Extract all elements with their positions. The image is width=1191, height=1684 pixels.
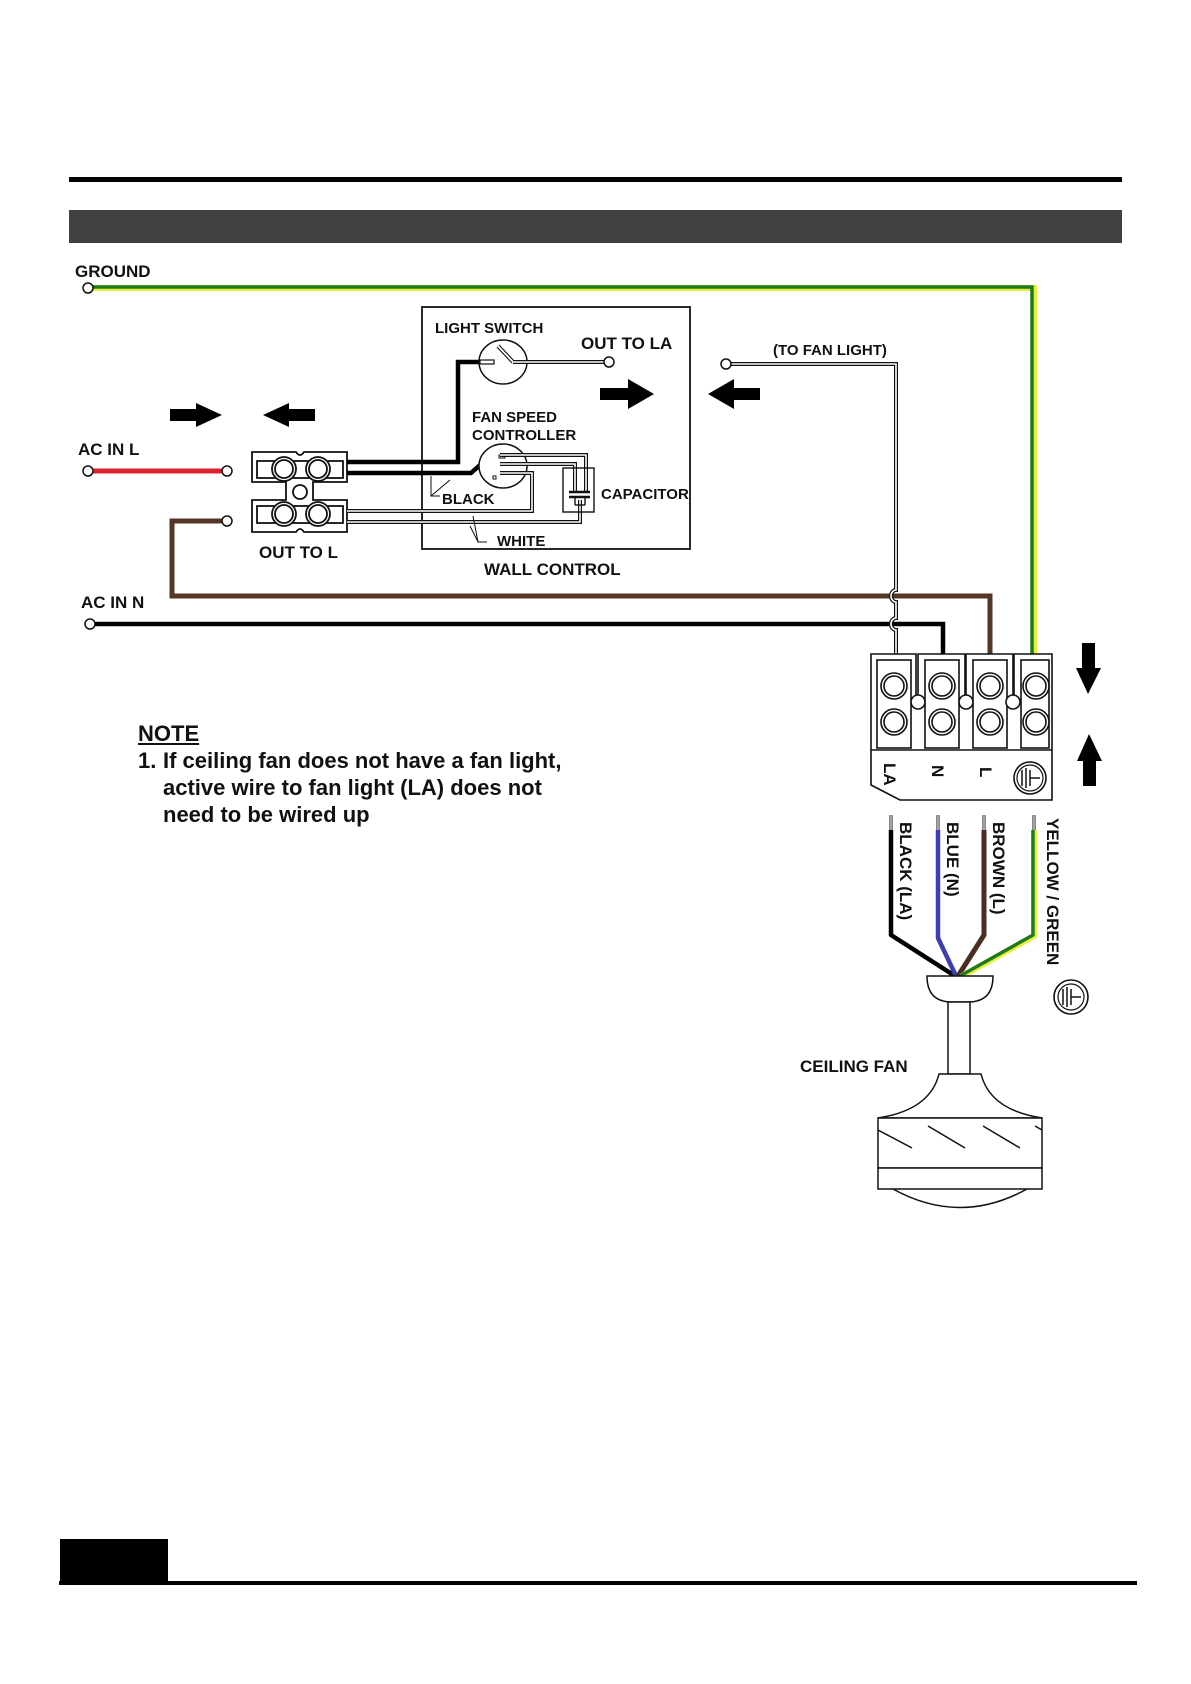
terminal-label-l: L xyxy=(976,767,995,777)
label-ac-in-n: AC IN N xyxy=(81,593,144,612)
ceiling-fan xyxy=(878,976,1042,1208)
fan-wire-label-blue: BLUE (N) xyxy=(943,822,962,897)
fan-wire-label-black: BLACK (LA) xyxy=(896,822,915,920)
terminal-label-la: LA xyxy=(880,763,899,786)
note-section: NOTE 1. If ceiling fan does not have a f… xyxy=(138,720,593,828)
arrow-left-icon xyxy=(708,379,760,409)
arrow-right-icon xyxy=(170,403,222,427)
arrow-up-icon xyxy=(1077,734,1102,786)
label-light-switch: LIGHT SWITCH xyxy=(435,320,543,337)
arrow-right-icon xyxy=(600,379,654,409)
footer-rule xyxy=(59,1581,1137,1585)
label-fan-speed-2: CONTROLLER xyxy=(472,427,576,444)
note-title: NOTE xyxy=(138,720,593,747)
label-to-fan-light: (TO FAN LIGHT) xyxy=(773,342,887,359)
arrow-left-icon xyxy=(263,403,315,427)
label-out-to-l: OUT TO L xyxy=(259,543,338,562)
label-ground: GROUND xyxy=(75,262,151,281)
capacitor xyxy=(563,468,594,512)
fan-light-wire xyxy=(721,359,896,654)
note-item-number: 1. xyxy=(138,747,163,828)
footer-page-block xyxy=(60,1539,168,1583)
wire-connector xyxy=(252,452,347,532)
label-ac-in-l: AC IN L xyxy=(78,440,139,459)
fan-wire-label-yellow-green: YELLOW / GREEN xyxy=(1043,818,1062,965)
label-fan-speed-1: FAN SPEED xyxy=(472,409,557,426)
ground-terminal-dot xyxy=(83,283,93,293)
label-black: BLACK xyxy=(442,491,495,508)
note-item: 1. If ceiling fan does not have a fan li… xyxy=(138,747,593,828)
brown-wire-l xyxy=(172,516,990,654)
earth-icon xyxy=(1054,980,1088,1014)
ac-in-l-wire xyxy=(83,466,232,476)
terminal-label-n: N xyxy=(928,765,947,777)
note-item-text: If ceiling fan does not have a fan light… xyxy=(163,747,593,828)
label-ceiling-fan: CEILING FAN xyxy=(800,1057,908,1076)
label-capacitor: CAPACITOR xyxy=(601,486,689,503)
fan-speed-controller xyxy=(347,444,586,522)
arrow-down-icon xyxy=(1076,643,1101,694)
label-wall-control: WALL CONTROL xyxy=(484,560,621,579)
label-out-to-la: OUT TO LA xyxy=(581,334,672,353)
label-white: WHITE xyxy=(497,533,545,550)
fan-wire-label-brown: BROWN (L) xyxy=(989,822,1008,915)
black-wire-n xyxy=(85,619,943,654)
